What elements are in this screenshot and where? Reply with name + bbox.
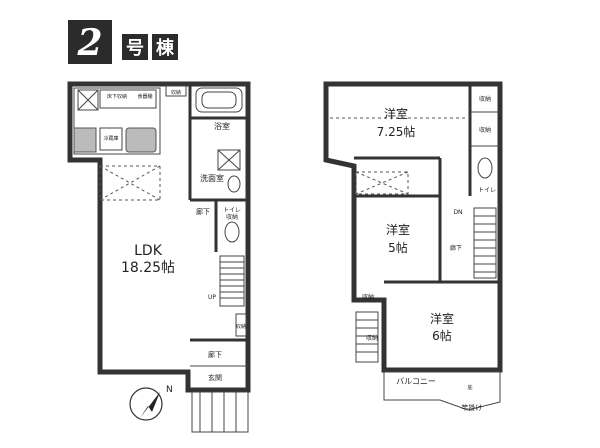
dining-table-outline bbox=[99, 165, 161, 201]
kitchen-area bbox=[73, 87, 161, 155]
stairs-second-floor bbox=[473, 207, 497, 279]
title-number-box bbox=[68, 20, 112, 64]
title-char1-box bbox=[122, 34, 148, 60]
storage-top bbox=[165, 85, 187, 97]
stair-storage bbox=[235, 313, 247, 337]
toilet2-label: トイレ bbox=[478, 187, 496, 194]
pantry-label-1: 床下収納 bbox=[107, 93, 127, 100]
room3-name: 洋室 bbox=[430, 311, 454, 326]
closet-shelves bbox=[355, 311, 379, 363]
up-label: UP bbox=[208, 294, 216, 301]
room3-size: 6帖 bbox=[432, 328, 452, 343]
stair-storage-label: 収納 bbox=[236, 323, 246, 330]
toilet-storage-label: トイレ収納 bbox=[223, 207, 241, 221]
ldk-size: 18.25帖 bbox=[121, 260, 175, 276]
title-char1: 号 bbox=[126, 38, 144, 59]
stove-icon bbox=[73, 127, 97, 153]
dn-label: DN bbox=[453, 209, 462, 216]
sink-icon bbox=[125, 127, 157, 153]
hall-label-2f: 廊下 bbox=[450, 244, 462, 252]
fridge-label: 冷蔵庫 bbox=[103, 135, 118, 142]
hall2-label: 廊下 bbox=[208, 350, 222, 359]
pantry-label-2: 食器棚 bbox=[137, 93, 152, 100]
room2-size: 5帖 bbox=[388, 240, 408, 255]
washroom-label: 洗面室 bbox=[200, 173, 224, 183]
title-badge: 2 号 棟 bbox=[68, 20, 178, 64]
wash-basin-icon bbox=[227, 175, 241, 193]
drying-label: 竿掛け bbox=[462, 403, 483, 412]
room1-name: 洋室 bbox=[384, 106, 408, 121]
second-floor-outer-wall bbox=[323, 81, 503, 373]
first-floor: 床下収納 食器棚 冷蔵庫 収納 LDK 18.25帖 浴室 洗面室 廊下 トイレ… bbox=[67, 81, 251, 433]
first-floor-outer-wall bbox=[67, 81, 251, 393]
toilet-icon bbox=[224, 221, 240, 243]
room1-size: 7.25帖 bbox=[377, 124, 416, 139]
compass: N bbox=[129, 385, 173, 421]
hall1-label: 廊下 bbox=[196, 207, 210, 216]
stairs-first-floor bbox=[219, 255, 245, 307]
storage4-label: 収納 bbox=[366, 334, 378, 342]
closet-outline bbox=[355, 171, 409, 195]
ldk-name: LDK bbox=[134, 243, 163, 259]
storage3-label: 収納 bbox=[362, 293, 374, 301]
bath-label: 浴室 bbox=[214, 121, 230, 131]
second-floor: 洋室 7.25帖 収納 収納 トイレ 洋室 5帖 DN 廊下 bbox=[323, 81, 503, 412]
title-number: 2 bbox=[76, 22, 102, 64]
fridge-space bbox=[99, 127, 123, 151]
storage1-label: 収納 bbox=[479, 95, 491, 103]
title-char2-box bbox=[152, 34, 178, 60]
storage-top-label: 収納 bbox=[171, 89, 181, 96]
balcony-outline bbox=[383, 371, 501, 411]
room2-name: 洋室 bbox=[386, 222, 410, 237]
pantry-shelf bbox=[99, 89, 157, 109]
toilet2-icon bbox=[477, 157, 493, 179]
entrance-porch bbox=[191, 391, 249, 433]
eaves-label: 庇 bbox=[467, 384, 472, 391]
title-char2: 棟 bbox=[156, 37, 175, 59]
balcony-label: バルコニー bbox=[396, 377, 436, 386]
entrance-label: 玄関 bbox=[208, 373, 222, 382]
compass-label: N bbox=[166, 385, 173, 395]
storage2-label: 収納 bbox=[479, 126, 491, 134]
